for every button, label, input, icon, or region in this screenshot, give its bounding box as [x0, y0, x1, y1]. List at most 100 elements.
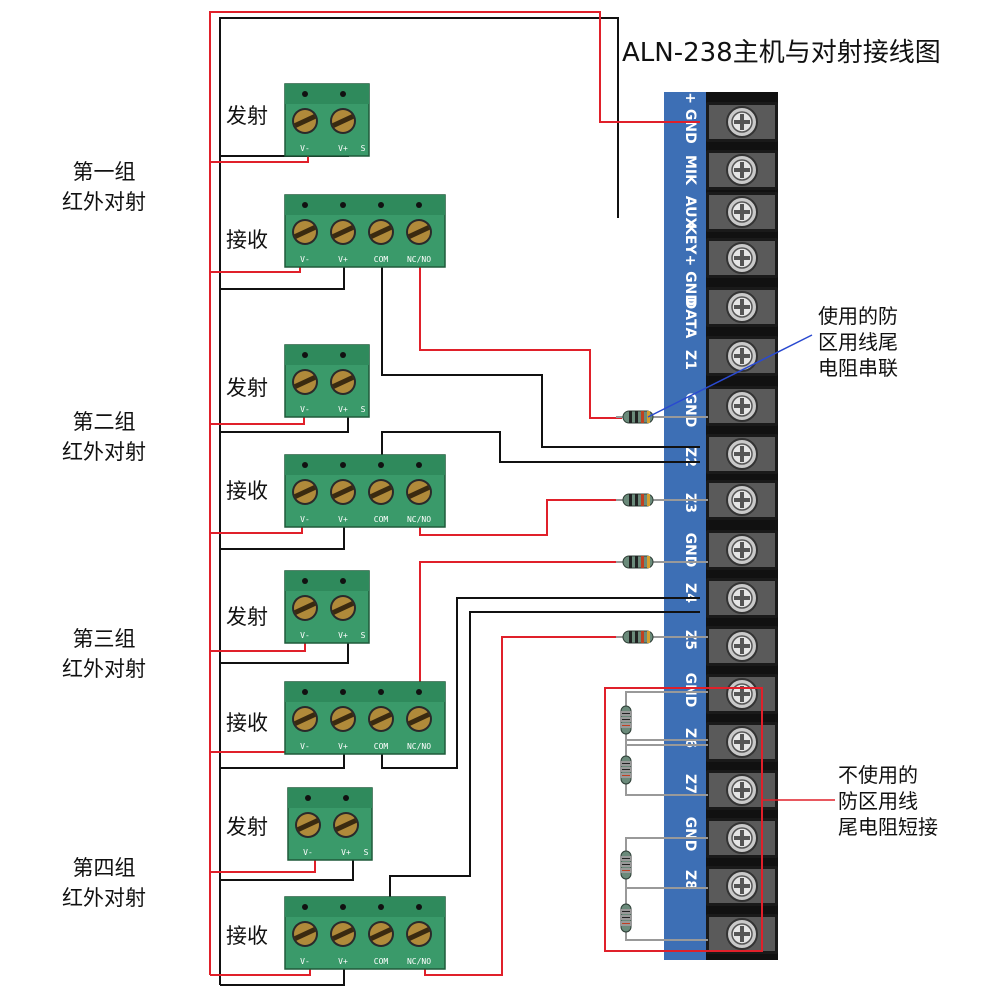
pin-label: V- — [300, 405, 310, 414]
group-1-name: 第一组 — [72, 160, 136, 184]
terminal-screw — [330, 921, 356, 947]
group-4-name: 第四组 — [72, 856, 136, 880]
board-terminal-label: Z2 — [682, 447, 698, 467]
group-2-name: 第二组 — [72, 410, 136, 434]
pin-label: V+ — [338, 515, 348, 524]
board-terminal-label: GND — [682, 817, 698, 852]
terminal-screw — [292, 219, 318, 245]
board-terminal-screw — [705, 721, 779, 763]
unused-note-line-2: 防区用线 — [838, 789, 918, 813]
group-3-transmitter-block: V-V+S — [284, 570, 370, 644]
terminal-screw — [330, 479, 356, 505]
used-note-pointer — [647, 334, 813, 418]
group-2-transmitter-block: V-V+S — [284, 344, 370, 418]
pin-label: COM — [374, 515, 389, 524]
unused-zone-note: 不使用的 防区用线 尾电阻短接 — [838, 762, 938, 840]
group-4-receiver-block: V- V+ COM NC/NO — [284, 896, 446, 970]
group-3-tx-label: 发射 — [226, 605, 268, 629]
terminal-screw — [368, 219, 394, 245]
terminal-screw — [292, 479, 318, 505]
board-terminal-label: Z4 — [682, 583, 698, 603]
group-4-transmitter-block: V- V+ S — [287, 787, 373, 861]
group-2-receiver-block: V- V+ COM NC/NO — [284, 454, 446, 528]
terminal-screw — [330, 108, 356, 134]
pin-label: COM — [374, 957, 389, 966]
pin-label: V+ — [338, 255, 348, 264]
board-terminal-screw — [705, 385, 779, 427]
board-terminal-screw — [705, 625, 779, 667]
terminal-strip — [706, 92, 778, 960]
board-terminal-screw — [705, 149, 779, 191]
shorted-resistors — [620, 691, 708, 941]
board-terminal-screw — [705, 433, 779, 475]
terminal-screw — [368, 706, 394, 732]
board-terminal-label: Z1 — [682, 350, 698, 370]
pin-label: V+ — [338, 957, 348, 966]
board-pcb — [664, 92, 708, 960]
pin-label: NC/NO — [407, 957, 431, 966]
group-1-type: 红外对射 — [62, 190, 146, 214]
group-2-tx-label: 发射 — [226, 376, 268, 400]
unused-zone-highlight — [604, 687, 763, 952]
terminal-screw — [292, 108, 318, 134]
pin-label: V+ — [338, 631, 348, 640]
group-3-rx-label: 接收 — [226, 711, 268, 735]
pin-label: S — [361, 631, 366, 640]
resistor-leads — [660, 416, 708, 638]
board-terminal-screw — [705, 191, 779, 233]
terminal-screw — [406, 219, 432, 245]
board-terminal-screw — [705, 479, 779, 521]
board-terminal-label: Z8 — [682, 870, 698, 890]
board-terminal-label: Z3 — [682, 493, 698, 513]
terminal-screw — [333, 812, 359, 838]
pin-label: V- — [300, 515, 310, 524]
pin-label: S — [364, 848, 369, 857]
board-terminal-label: GND — [682, 673, 698, 708]
used-note-line-3: 电阻串联 — [818, 356, 898, 380]
series-resistor-z2 — [615, 493, 661, 507]
board-terminal-label: AUX — [682, 196, 698, 229]
series-resistor-z4 — [615, 630, 661, 644]
group-4-type: 红外对射 — [62, 886, 146, 910]
board-terminal-screw — [705, 865, 779, 907]
terminal-screw — [330, 706, 356, 732]
series-resistor-z3 — [615, 555, 661, 569]
used-zone-note: 使用的防 区用线尾 电阻串联 — [818, 303, 898, 381]
used-note-line-2: 区用线尾 — [818, 330, 898, 354]
pin-label: NC/NO — [407, 515, 431, 524]
pin-label: NC/NO — [407, 255, 431, 264]
terminal-screw — [295, 812, 321, 838]
terminal-screw — [292, 921, 318, 947]
unused-note-line-3: 尾电阻短接 — [838, 815, 938, 839]
pin-label: V- — [303, 848, 313, 857]
pin-label: COM — [374, 742, 389, 751]
board-terminal-label: Z5 — [682, 630, 698, 650]
pin-label: V+ — [338, 144, 348, 153]
pin-label: NC/NO — [407, 742, 431, 751]
pin-label: V- — [300, 957, 310, 966]
group-2-type: 红外对射 — [62, 440, 146, 464]
board-terminal-screw — [705, 769, 779, 811]
board-terminal-label: GND — [682, 393, 698, 428]
board-terminal-screw — [705, 913, 779, 955]
diagram-title: ALN-238主机与对射接线图 — [622, 38, 941, 68]
board-terminal-label: GND — [682, 533, 698, 568]
terminal-screw — [406, 479, 432, 505]
terminal-screw — [368, 921, 394, 947]
board-terminal-screw — [705, 817, 779, 859]
board-terminal-screw — [705, 286, 779, 328]
board-terminal-label: KEY+ GND — [682, 224, 698, 306]
pin-label: V+ — [341, 848, 351, 857]
group-1-transmitter-block: V-V+S — [284, 83, 370, 157]
terminal-screw — [330, 595, 356, 621]
group-3-type: 红外对射 — [62, 657, 146, 681]
pin-label: COM — [374, 255, 389, 264]
board-terminal-screw — [705, 529, 779, 571]
terminal-screw — [406, 921, 432, 947]
board-terminal-label: Z7 — [682, 774, 698, 794]
group-3-name: 第三组 — [72, 627, 136, 651]
